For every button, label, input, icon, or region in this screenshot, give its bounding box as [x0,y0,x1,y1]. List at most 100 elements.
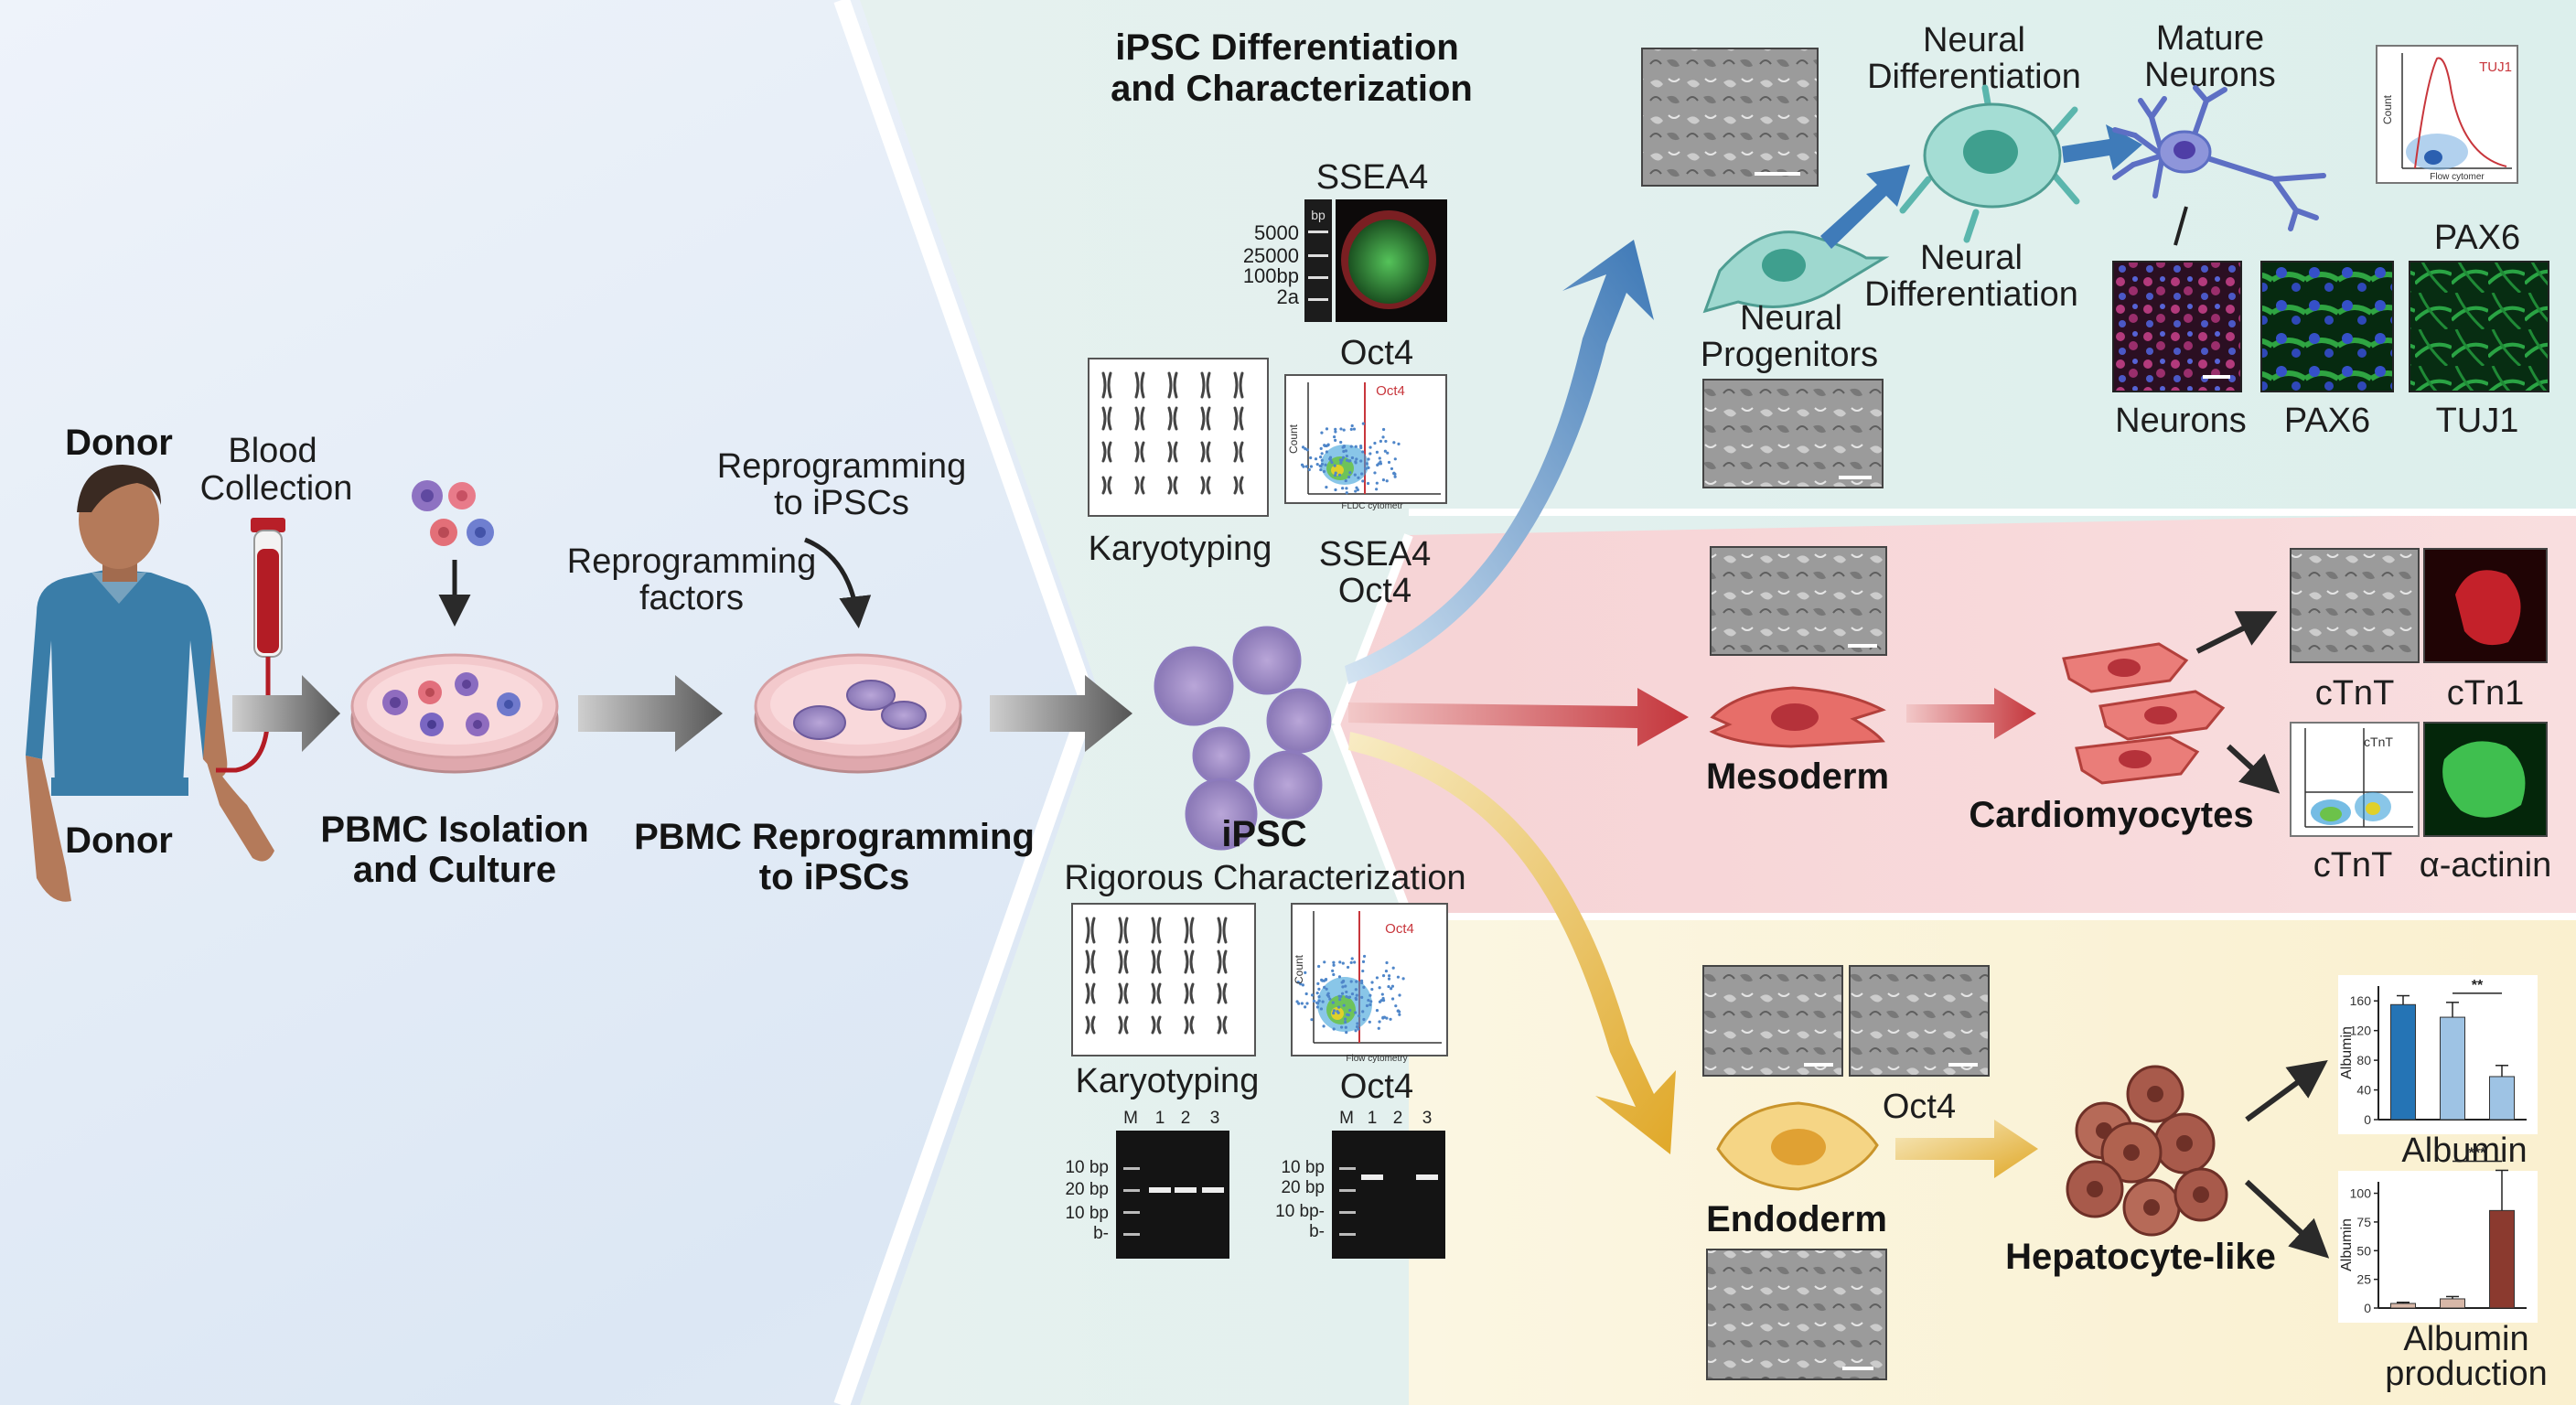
arrow-to-reprogramming [578,675,723,752]
actinin-label: α-actinin [2420,846,2551,885]
chromosome [1167,441,1178,463]
arrow-to-cardiomyocytes [1906,688,2036,739]
flow-event-dot [1334,430,1337,434]
flow-event-dot [1343,1017,1347,1021]
neural-progenitor-cell-icon [1702,231,1890,314]
flow-event-dot [1300,1002,1304,1005]
flow-event-dot [1358,1014,1361,1018]
bar [2489,1076,2515,1121]
donor-bottom-label: Donor [65,820,173,861]
chromosome [1085,917,1096,944]
ssea4-immunofluorescence-image [1336,199,1447,322]
flow-event-dot [1370,987,1374,992]
flow-event-dot [1344,478,1347,483]
flow-event-dot [1344,1020,1347,1024]
flow-event-dot [1316,981,1320,986]
flow-event-dot [1349,427,1353,431]
flow-event-dot [1336,1010,1339,1014]
flow-event-dot [1393,457,1397,461]
flow-event-dot [1331,969,1335,972]
reprogramming-to-ipscs-line2: to iPSCs [774,484,909,522]
chromosome [1200,476,1211,495]
mesoderm-label: Mesoderm [1706,756,1889,797]
svg-text:Flow cytometry: Flow cytometry [1346,1054,1407,1064]
flow-event-dot [1359,459,1363,463]
flow-event-dot [1381,427,1386,432]
tuj1-flow-plot: TUJ1 Flow cytomer Count [2376,45,2518,184]
flow-event-dot [1299,982,1303,986]
flow-event-dot [1365,1003,1369,1008]
flow-event-dot [1390,997,1395,1001]
flow-event-dot [1384,439,1388,444]
flow-event-dot [1401,977,1405,981]
ctnt-bottom-label: cTnT [2313,846,2393,885]
cardiomyocytes-label: Cardiomyocytes [1969,795,2253,835]
flow-event-dot [1315,1002,1320,1005]
neurons-immunostain [2112,261,2242,392]
flow-event-dot [1332,972,1336,977]
tuj1-panel-label: TUJ1 [2436,402,2519,440]
flow-event-dot [1359,979,1364,982]
flow-event-dot [1334,427,1337,431]
ssea4-top-label: SSEA4 [1316,158,1429,197]
endoderm-oct4-label: Oct4 [1883,1088,1956,1126]
svg-text:TUJ1: TUJ1 [2479,59,2512,75]
flow-event-dot [1334,438,1337,442]
reprogramming-factors-line2: factors [639,579,744,617]
chromosome [1167,371,1178,399]
blood-collection-line2: Collection [200,469,353,508]
ipsc-colonies-icon [1154,626,1332,851]
chromosome [1217,949,1228,974]
flow-event-dot [1347,475,1351,479]
chromosome [1200,441,1211,463]
reprogramming-factors-line1: Reprogramming [567,542,816,581]
flow-event-dot [1359,444,1363,448]
arrow-to-ctnt-top [2195,611,2278,654]
flow-event-dot [1390,984,1395,988]
flow-event-dot [1304,447,1307,451]
flow-event-dot [1339,427,1343,431]
flow-event-dot [1350,957,1354,960]
reprogramming-to-ipscs-line1: Reprogramming [717,447,966,486]
chromosome [1101,476,1112,495]
ssea4-oct4-line1: SSEA4 [1319,535,1432,574]
flow-event-dot [1383,449,1387,453]
svg-text:100bp: 100bp [1243,264,1299,287]
flow-event-dot [1328,457,1332,461]
flow-event-dot [1369,1000,1373,1003]
flow-event-dot [1367,457,1370,461]
y-axis-label: Albumin [2339,1218,2355,1271]
neurons-panel-label: Neurons [2115,402,2247,440]
flow-cytometry-bottom-plot: Oct4 Flow cytometry Count [1291,903,1448,1064]
albumin-production-line1: Albumin [2403,1320,2528,1358]
flow-event-dot [1398,993,1401,997]
chromosome [1118,982,1129,1004]
flow-event-dot [1320,458,1324,462]
flow-event-dot [1349,980,1353,983]
endoderm-brightfield-left [1702,965,1843,1077]
flow-event-dot [1392,441,1396,445]
flow-event-dot [1337,975,1342,979]
y-tick-label: 160 [2350,993,2372,1008]
flow-event-dot [1342,445,1347,448]
arrow-to-albumin-production [2244,1179,2330,1259]
flow-event-dot [1345,491,1348,495]
flow-event-dot [1333,434,1336,439]
chromosome [1101,371,1112,399]
chromosome [1085,1015,1096,1035]
flow-event-dot [1387,977,1391,981]
flow-event-dot [1315,992,1319,995]
ssea4-oct4-line2: Oct4 [1338,572,1411,610]
tuj1-immunostain [2409,261,2549,392]
flow-event-dot [1378,986,1381,990]
flow-event-dot [1317,964,1321,969]
flow-event-dot [1333,464,1336,467]
flow-event-dot [1331,1001,1335,1004]
chromosome [1101,406,1112,431]
flow-event-dot [1354,988,1358,992]
svg-text:3: 3 [1210,1109,1220,1128]
flow-event-dot [1341,985,1345,989]
flow-event-dot [1317,994,1321,999]
pax6-title: PAX6 [2434,219,2520,257]
donor-person-icon [26,465,274,902]
